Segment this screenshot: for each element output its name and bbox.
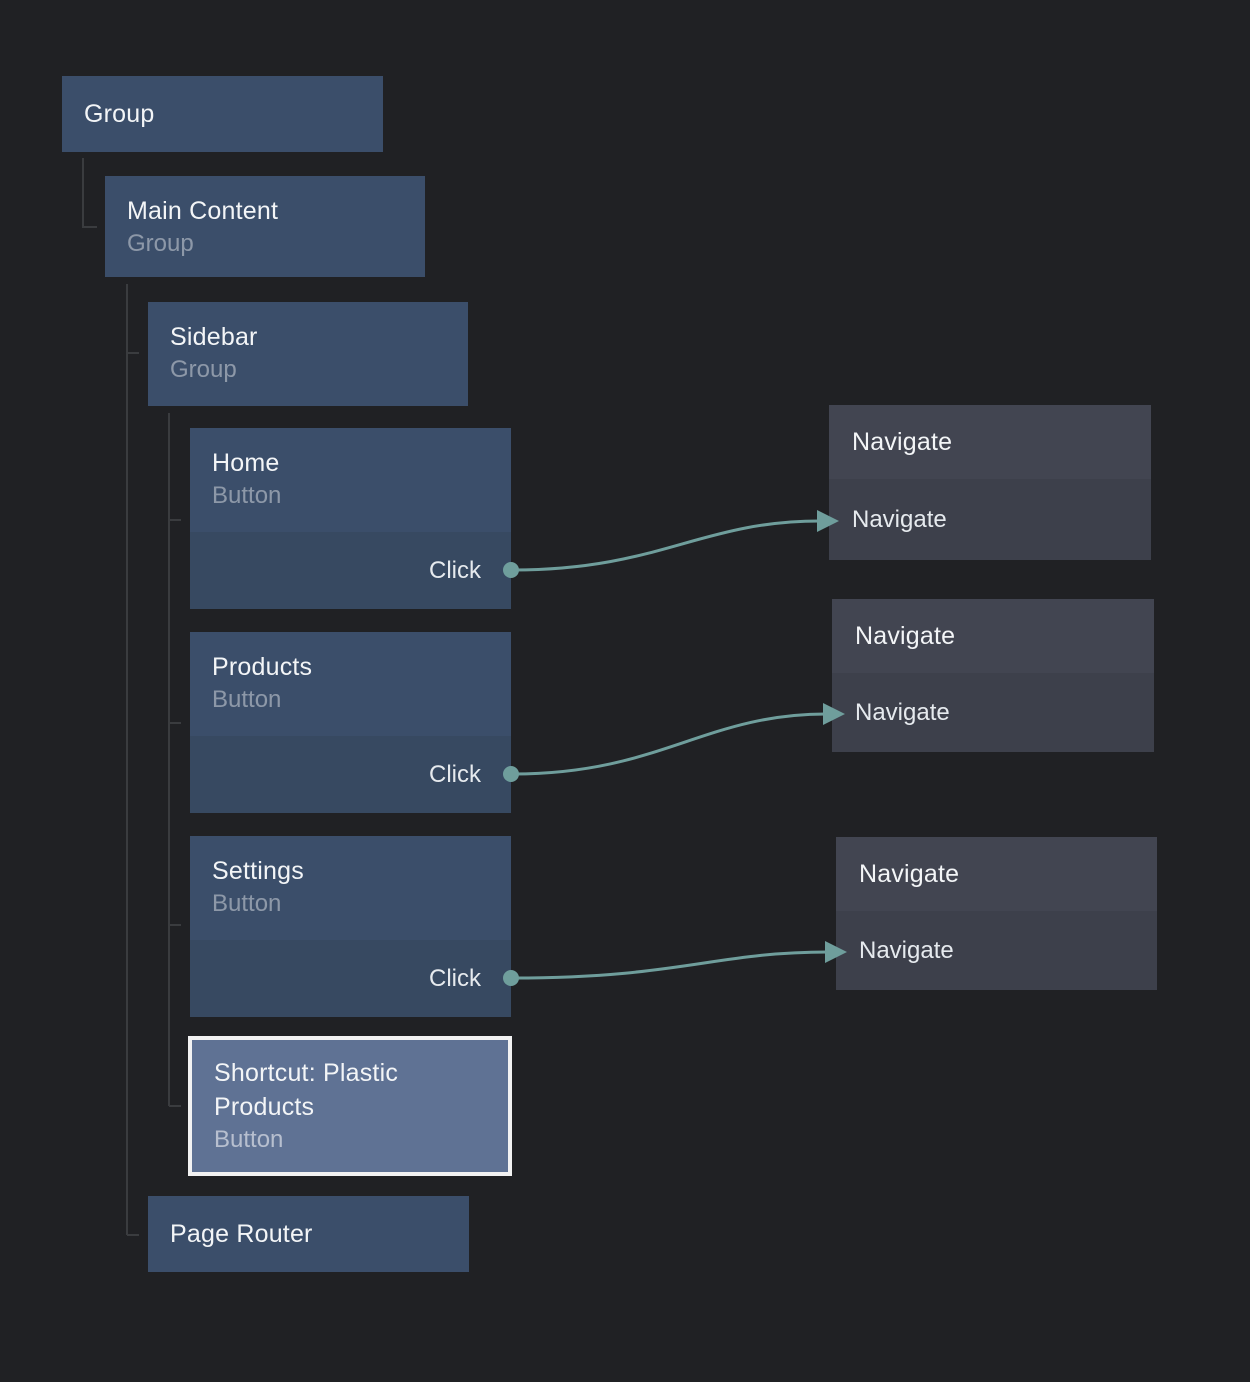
tree-node-main-content[interactable]: Main Content Group — [105, 176, 425, 277]
node-type-label: Group — [127, 230, 194, 257]
node-body: Settings Button — [190, 836, 511, 940]
node-title: Shortcut: Plastic Products — [214, 1059, 399, 1121]
node-body: Sidebar Group — [148, 302, 468, 386]
tree-node-group[interactable]: Group — [62, 76, 383, 152]
click-port-label: Click — [429, 760, 481, 788]
node-title: Settings — [212, 857, 304, 885]
node-title: Page Router — [170, 1220, 313, 1248]
node-body: Products Button — [190, 632, 511, 736]
node-body: Home Button — [190, 428, 511, 532]
action-node-header: Navigate — [829, 405, 1151, 479]
action-node-header: Navigate — [832, 599, 1154, 673]
action-node-body: Navigate — [836, 911, 1157, 990]
node-body: Shortcut: Plastic Products Button — [192, 1040, 508, 1156]
action-node-header: Navigate — [836, 837, 1157, 911]
action-node-navigate-settings[interactable]: Navigate Navigate — [836, 837, 1157, 990]
tree-node-sidebar[interactable]: Sidebar Group — [148, 302, 468, 406]
tree-line-group-maincontent — [82, 158, 97, 228]
action-node-body: Navigate — [829, 479, 1151, 560]
tree-node-shortcut-plastic-products[interactable]: Shortcut: Plastic Products Button — [188, 1036, 512, 1176]
action-node-navigate-home[interactable]: Navigate Navigate — [829, 405, 1151, 560]
tree-node-settings[interactable]: Settings Button Click — [190, 836, 511, 1017]
node-body: Main Content Group — [105, 176, 425, 260]
action-title: Navigate — [859, 860, 960, 888]
click-output-row: Click — [190, 736, 511, 813]
click-port-label: Click — [429, 556, 481, 584]
node-title: Group — [84, 100, 155, 128]
click-output-row: Click — [190, 940, 511, 1017]
navigate-input-port-label: Navigate — [852, 505, 947, 533]
navigate-input-port-label: Navigate — [855, 698, 950, 726]
wire-products-click-to-navigate[interactable] — [512, 712, 827, 776]
action-node-body: Navigate — [832, 673, 1154, 752]
node-title: Home — [212, 449, 280, 477]
tree-node-page-router[interactable]: Page Router — [148, 1196, 469, 1272]
node-type-label: Button — [212, 890, 282, 917]
wire-settings-click-to-navigate[interactable] — [512, 950, 829, 980]
tree-line-sidebar-children — [168, 413, 181, 1107]
wire-home-click-to-navigate[interactable] — [512, 519, 821, 572]
node-type-label: Button — [212, 686, 282, 713]
tree-node-home[interactable]: Home Button Click — [190, 428, 511, 609]
navigate-input-port-label: Navigate — [859, 936, 954, 964]
click-port-label: Click — [429, 964, 481, 992]
node-type-label: Button — [214, 1126, 284, 1153]
node-type-label: Button — [212, 482, 282, 509]
node-title: Products — [212, 653, 313, 681]
action-title: Navigate — [852, 428, 953, 456]
tree-node-products[interactable]: Products Button Click — [190, 632, 511, 813]
action-title: Navigate — [855, 622, 956, 650]
node-title: Main Content — [127, 197, 279, 225]
node-title: Sidebar — [170, 323, 258, 351]
node-type-label: Group — [170, 356, 237, 383]
action-node-navigate-products[interactable]: Navigate Navigate — [832, 599, 1154, 752]
click-output-row: Click — [190, 532, 511, 609]
tree-line-maincontent-children — [126, 284, 139, 1236]
